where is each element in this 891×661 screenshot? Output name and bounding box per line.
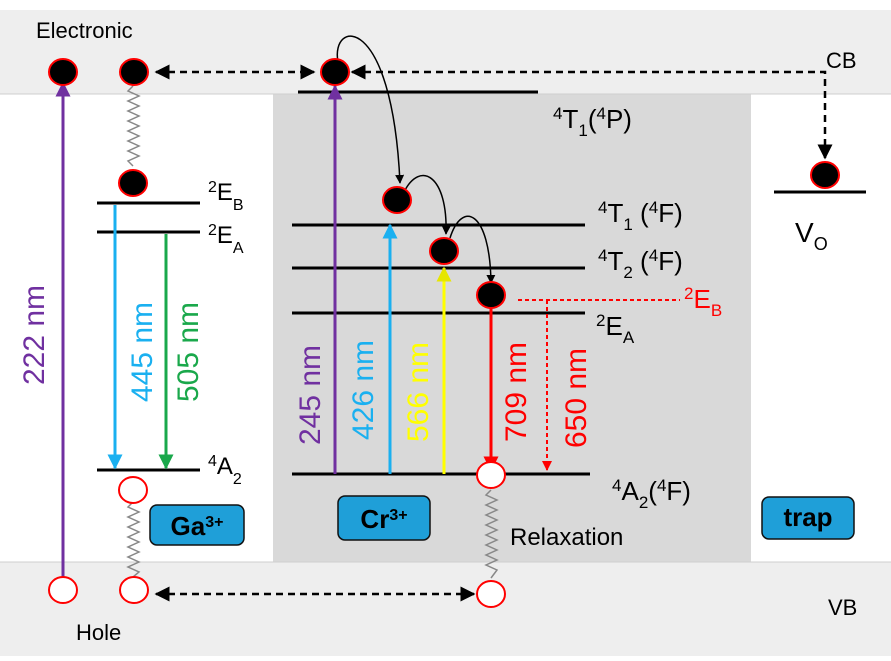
ga-spring-bottom xyxy=(126,501,141,578)
ga-badge xyxy=(149,504,245,546)
relaxation-label: Relaxation xyxy=(510,524,623,551)
hole-vb-left xyxy=(48,576,78,604)
cr-label-2eb: 2EB xyxy=(684,284,722,321)
hole-vb-cr xyxy=(476,580,506,608)
ga-badge-text: Ga3+ xyxy=(171,511,224,541)
cr-label-4t1f: 4T1 (4F) xyxy=(598,198,683,235)
hole-ga-4a2 xyxy=(118,476,148,504)
label-709nm: 709 nm xyxy=(500,342,533,442)
trap-label-vo: VO xyxy=(795,217,828,254)
vb-label: VB xyxy=(828,595,857,620)
label-505nm: 505 nm xyxy=(172,302,205,402)
label-426nm: 426 nm xyxy=(347,340,380,440)
electron-cb-cr xyxy=(320,58,350,86)
cb-label: CB xyxy=(826,48,857,73)
cr-label-4t1p: 4T1(4P) xyxy=(553,104,632,141)
cr-panel xyxy=(273,94,751,562)
trap-badge xyxy=(761,496,855,540)
electron-trap xyxy=(810,161,840,189)
ga-spring-top xyxy=(126,85,141,167)
electron-cr-2 xyxy=(429,237,459,265)
label-445nm: 445 nm xyxy=(126,302,159,402)
cr-badge-text: Cr3+ xyxy=(360,504,407,534)
electron-ga-2eb xyxy=(118,169,148,197)
ga-label-4a2: 4A2 xyxy=(208,453,242,489)
cr-label-2ea: 2EA xyxy=(596,311,635,348)
relax-curve-3 xyxy=(449,215,496,284)
hole-label: Hole xyxy=(76,620,121,645)
ga-label-2eb: 2EB xyxy=(208,179,244,215)
ga-label-2ea: 2EA xyxy=(208,222,244,258)
label-650nm: 650 nm xyxy=(560,348,593,448)
relax-curve-2 xyxy=(403,174,451,235)
electron-cb-left xyxy=(48,58,78,86)
cr-label-4t2f: 4T2 (4F) xyxy=(598,246,683,283)
label-566nm: 566 nm xyxy=(402,342,435,442)
trap-badge-text: trap xyxy=(783,502,832,532)
electron-label: Electronic xyxy=(36,18,133,43)
relax-curve-1 xyxy=(336,35,405,184)
hole-cr-4a2f xyxy=(476,461,506,489)
electron-cb-ga xyxy=(119,58,149,86)
valence-band xyxy=(0,562,891,656)
hole-vb-ga xyxy=(119,576,149,604)
cr-label-4a2f: 4A2(4F) xyxy=(612,476,691,513)
electron-cr-2eb xyxy=(476,281,506,309)
cr-badge xyxy=(337,495,431,541)
electron-cr-1 xyxy=(382,186,412,214)
cr-spring xyxy=(484,489,499,579)
trap-transfer-arrow xyxy=(350,64,833,160)
label-222nm: 222 nm xyxy=(18,285,51,385)
label-245nm: 245 nm xyxy=(294,345,327,445)
